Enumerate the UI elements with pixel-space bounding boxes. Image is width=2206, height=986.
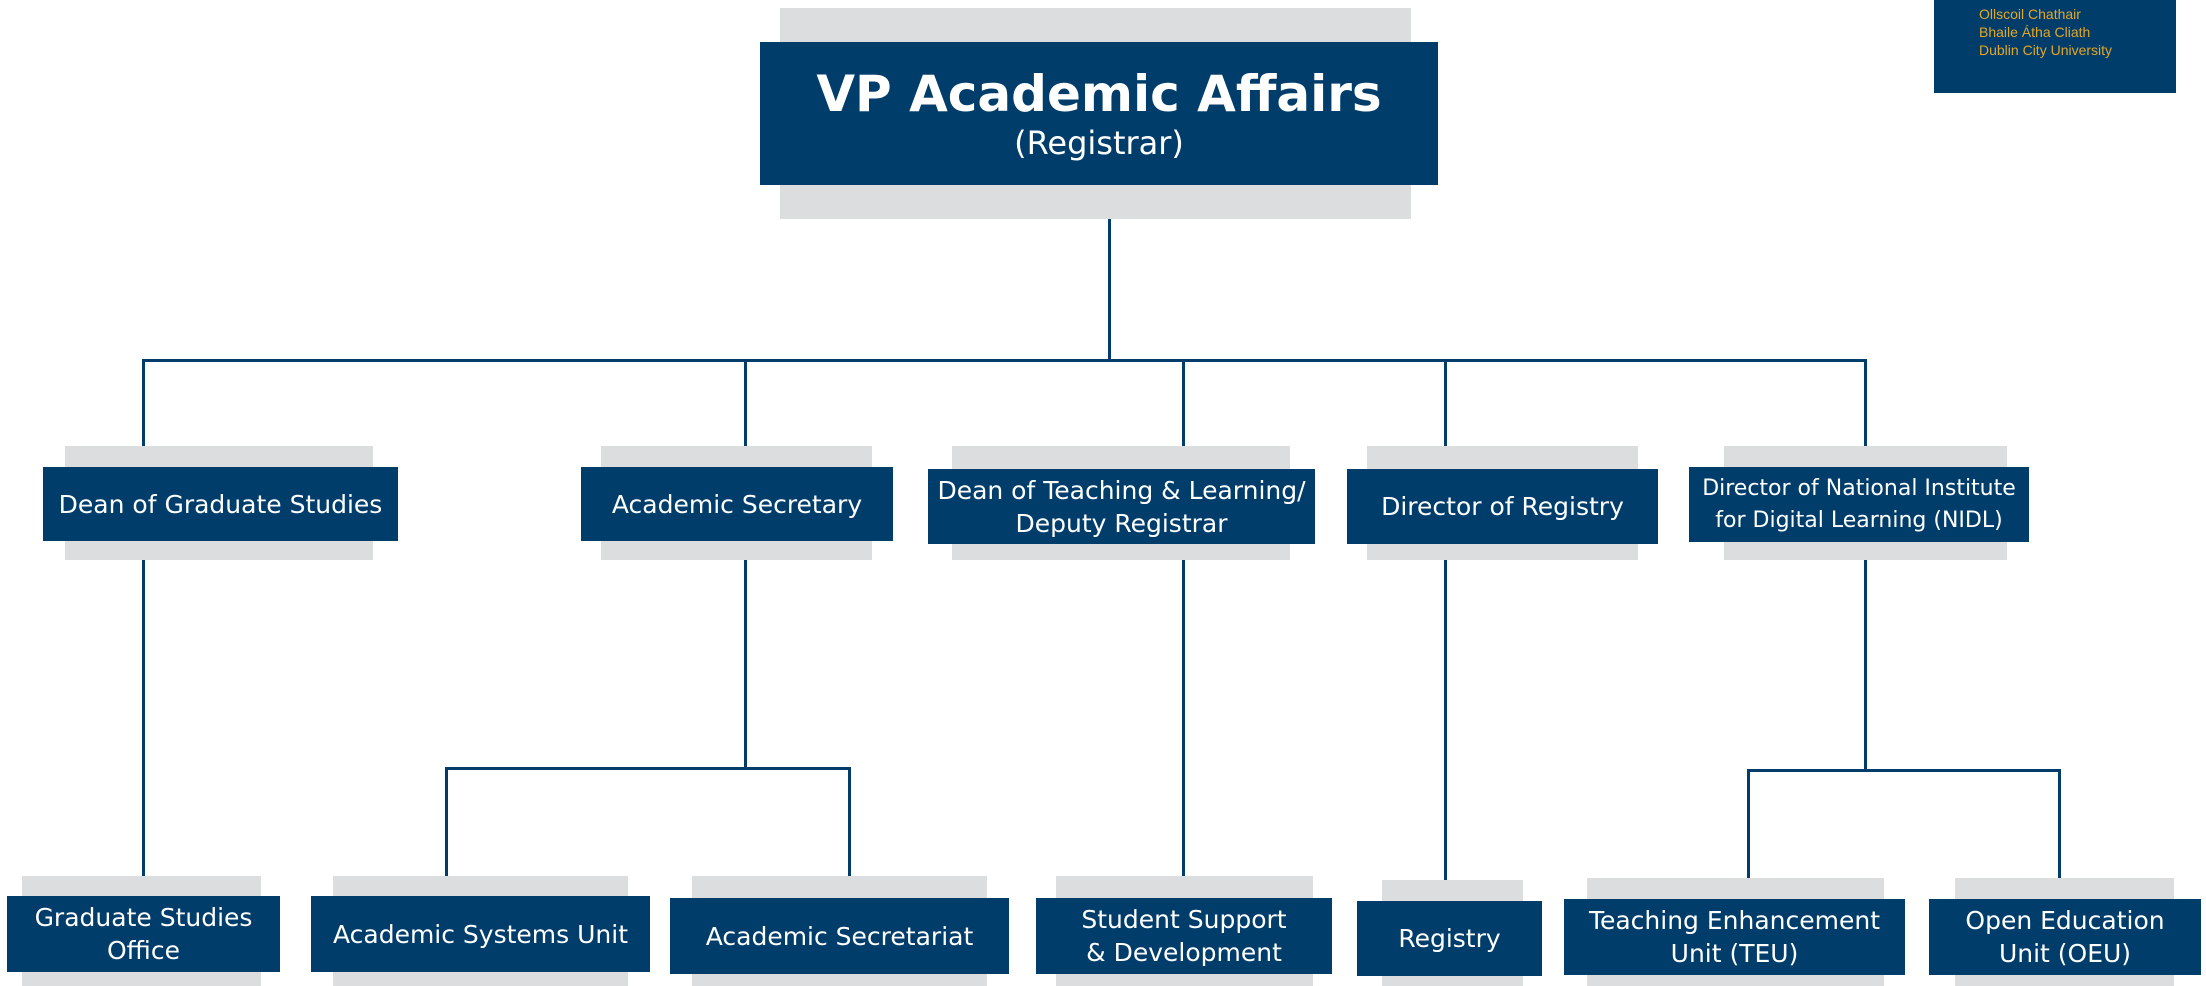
node-label-line: Academic Systems Unit (332, 919, 629, 949)
node-label-line: Dean of Graduate Studies (58, 489, 383, 519)
connector-level1-horizontal (142, 359, 1867, 362)
connector-to-academic-secretary (744, 359, 747, 446)
connector-to-academic-systems (445, 767, 448, 876)
node-label-line: Director of Registry (1381, 492, 1624, 521)
node-vp-academic-affairs: VP Academic Affairs (Registrar) (760, 42, 1438, 185)
connector-to-director-nidl (1864, 359, 1867, 446)
node-label-line: Academic Secretary (611, 489, 863, 519)
connector-secretary-down (744, 560, 747, 770)
node-label-line: Graduate Studies (34, 903, 253, 932)
node-registry: Registry (1357, 901, 1542, 976)
node-teaching-enhancement-unit: Teaching Enhancement Unit (TEU) (1564, 899, 1905, 975)
connector-teaching-down (1182, 560, 1185, 876)
node-academic-secretariat: Academic Secretariat (670, 898, 1009, 974)
node-label-line: Student Support (1081, 905, 1287, 934)
node-director-nidl: Director of National Institute for Digit… (1689, 467, 2029, 542)
node-label-line: & Development (1086, 938, 1282, 967)
connector-to-director-registry (1444, 359, 1447, 446)
node-label-line: for Digital Learning (NIDL) (1715, 507, 2003, 533)
node-vp-academic-affairs-subtitle: (Registrar) (1014, 123, 1184, 162)
logo-line-english: Dublin City University (1979, 42, 2113, 58)
connector-to-teu (1747, 769, 1750, 878)
logo-line-irish-1: Ollscoil Chathair (1979, 6, 2081, 22)
connector-to-dean-teaching (1182, 359, 1185, 446)
node-label-line: Office (107, 936, 180, 965)
connector-nidl-down (1864, 560, 1867, 772)
node-label-line: Dean of Teaching & Learning/ (937, 475, 1306, 505)
node-label-line: Deputy Registrar (1015, 508, 1228, 538)
node-academic-secretary: Academic Secretary (581, 467, 893, 541)
connector-registry-down (1444, 560, 1447, 880)
connector-graduate-down (142, 560, 145, 876)
node-student-support-development: Student Support & Development (1036, 898, 1332, 974)
connector-to-academic-secretariat (848, 767, 851, 876)
connector-root-down (1108, 219, 1111, 361)
node-label-line: Teaching Enhancement (1588, 906, 1881, 935)
node-label-line: Director of National Institute (1702, 475, 2016, 501)
node-label-line: Registry (1398, 924, 1501, 953)
connector-to-dean-graduate (142, 359, 145, 446)
connector-to-oeu (2058, 769, 2061, 878)
node-label-line: Unit (OEU) (1998, 939, 2132, 968)
node-open-education-unit: Open Education Unit (OEU) (1929, 899, 2201, 975)
node-director-of-registry: Director of Registry (1347, 469, 1658, 544)
logo-line-irish-2: Bhaile Átha Cliath (1979, 24, 2091, 40)
node-vp-academic-affairs-title: VP Academic Affairs (816, 64, 1382, 123)
node-label-line: Academic Secretariat (705, 921, 974, 951)
node-academic-systems-unit: Academic Systems Unit (311, 896, 650, 972)
node-dean-teaching-learning: Dean of Teaching & Learning/ Deputy Regi… (928, 469, 1315, 544)
connector-nidl-horizontal (1747, 769, 2061, 772)
node-label-line: Unit (TEU) (1670, 939, 1799, 968)
connector-secretary-horizontal (445, 767, 851, 770)
dcu-logo: Ollscoil Chathair Bhaile Átha Cliath Dub… (1934, 0, 2176, 93)
node-dean-graduate-studies: Dean of Graduate Studies (43, 467, 398, 541)
node-label-line: Open Education (1965, 906, 2165, 935)
node-graduate-studies-office: Graduate Studies Office (7, 896, 280, 972)
